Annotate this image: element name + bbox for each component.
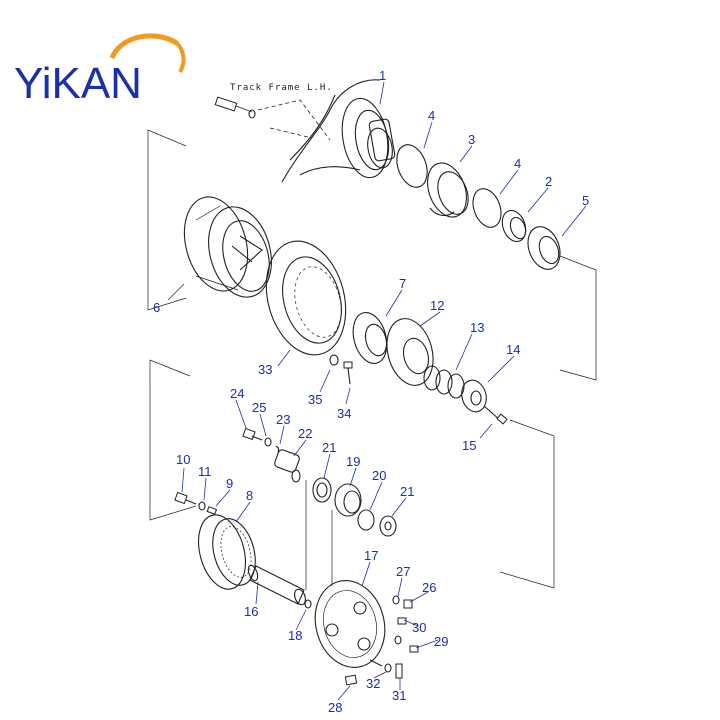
callout-11: 11: [198, 464, 212, 479]
right-small-parts: [344, 595, 419, 686]
callout-13: 13: [470, 320, 484, 335]
lower-small-parts: [174, 427, 397, 537]
callout-28: 28: [328, 700, 342, 715]
logo-text: YiKAN: [14, 59, 142, 108]
callout-25: 25: [252, 400, 266, 415]
callout-1: 1: [379, 68, 386, 83]
shaft: [247, 564, 312, 609]
callout-3: 3: [468, 132, 475, 147]
bolt-35-34: [329, 354, 353, 385]
callout-8: 8: [246, 488, 253, 503]
callout-16: 16: [244, 604, 258, 619]
callout-17: 17: [364, 548, 378, 563]
hub-housing: [183, 196, 272, 298]
callout-30: 30: [412, 620, 426, 635]
bearing-and-cover: [352, 311, 434, 386]
sprocket: [265, 240, 347, 356]
callout-33: 33: [258, 362, 272, 377]
callout-34: 34: [337, 406, 351, 421]
callout-14: 14: [506, 342, 520, 357]
callout-32: 32: [366, 676, 380, 691]
callout-23: 23: [276, 412, 290, 427]
logo-arc: [109, 33, 180, 59]
callout-5: 5: [582, 193, 589, 208]
callout-22: 22: [298, 426, 312, 441]
frame-label: Track Frame L.H.: [230, 83, 333, 93]
callout-26: 26: [422, 580, 436, 595]
logo-arc-tail: [176, 42, 186, 73]
callout-20: 20: [372, 468, 386, 483]
callout-2: 2: [545, 174, 552, 189]
callout-labels: 1 4 3 4 2 5 6 7 12 13 14 33 35 34 15 24 …: [153, 68, 589, 715]
callout-12: 12: [430, 298, 444, 313]
callout-7: 7: [399, 276, 406, 291]
callout-18: 18: [288, 628, 302, 643]
callout-24: 24: [230, 386, 244, 401]
assembly-lines: [147, 129, 597, 590]
callout-21a: 21: [322, 440, 336, 455]
callout-9: 9: [226, 476, 233, 491]
callout-19: 19: [346, 454, 360, 469]
track-frame: Track Frame L.H.: [214, 79, 396, 183]
callout-21b: 21: [400, 484, 414, 499]
carrier-gear: [314, 580, 386, 668]
callout-4a: 4: [428, 108, 435, 123]
ring-gear: [198, 514, 256, 590]
callout-35: 35: [308, 392, 322, 407]
callout-31: 31: [392, 688, 406, 703]
callout-29: 29: [434, 634, 448, 649]
callout-4b: 4: [514, 156, 521, 171]
upper-seals: [396, 144, 561, 270]
callout-6: 6: [153, 300, 160, 315]
callout-15: 15: [462, 438, 476, 453]
leader-lines: [167, 81, 587, 701]
brand-logo: YiKAN: [14, 33, 186, 108]
callout-10: 10: [176, 452, 190, 467]
callout-27: 27: [396, 564, 410, 579]
shims-and-washer: [423, 365, 508, 425]
